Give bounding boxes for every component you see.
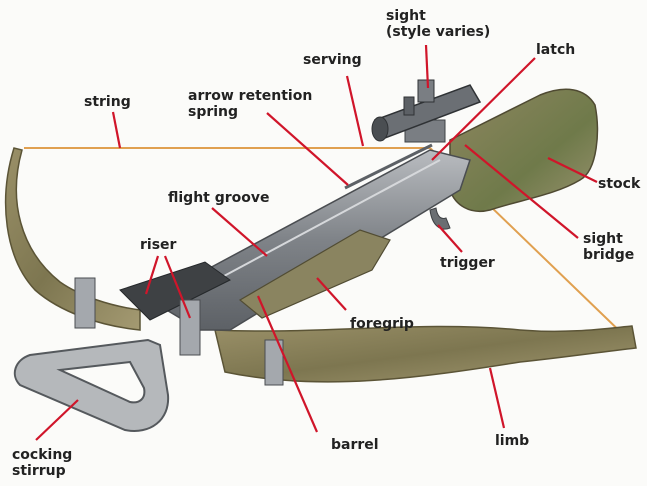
- leader-latch: [431, 57, 536, 161]
- leader-riser-left: [144, 255, 160, 295]
- leader-riser-right: [163, 255, 192, 319]
- leader-arrow-retention-spring: [266, 112, 349, 186]
- leader-barrel: [256, 295, 319, 433]
- label-limb: limb: [495, 433, 530, 449]
- leader-cocking-stirrup: [35, 399, 79, 441]
- leader-sight: [424, 44, 430, 89]
- leader-stock: [547, 157, 598, 183]
- label-riser: riser: [140, 237, 177, 253]
- trigger-shape: [429, 207, 451, 230]
- label-sight-bridge: sight bridge: [583, 231, 635, 263]
- stock-shape: [449, 88, 599, 212]
- leader-serving: [345, 75, 365, 147]
- leader-flight-groove: [211, 207, 268, 257]
- label-cocking-stirrup: cocking stirrup: [12, 447, 73, 479]
- label-stock: stock: [598, 176, 641, 192]
- leader-limb: [488, 367, 506, 429]
- label-foregrip: foregrip: [350, 316, 414, 332]
- label-barrel: barrel: [331, 437, 379, 453]
- left-limb-shape: [4, 147, 141, 331]
- arrow-retention-spring-shape: [344, 143, 433, 190]
- leader-foregrip: [316, 277, 347, 311]
- label-serving: serving: [303, 52, 362, 68]
- label-latch: latch: [536, 42, 576, 58]
- label-string: string: [84, 94, 131, 110]
- sight-scope-shape: [371, 79, 482, 142]
- leader-lines: [35, 44, 598, 441]
- leader-trigger: [437, 224, 463, 253]
- label-flight-groove: flight groove: [168, 190, 270, 206]
- foregrip-shape: [238, 229, 391, 319]
- right-limb-shape: [214, 325, 637, 383]
- label-sight: sight (style varies): [386, 8, 491, 40]
- label-arrow-retention-spring: arrow retention spring: [188, 88, 313, 120]
- cocking-stirrup-shape: [13, 338, 170, 432]
- leader-sight-bridge: [464, 144, 579, 239]
- riser-shape: [74, 261, 284, 386]
- leader-string: [111, 111, 122, 149]
- label-trigger: trigger: [440, 255, 495, 271]
